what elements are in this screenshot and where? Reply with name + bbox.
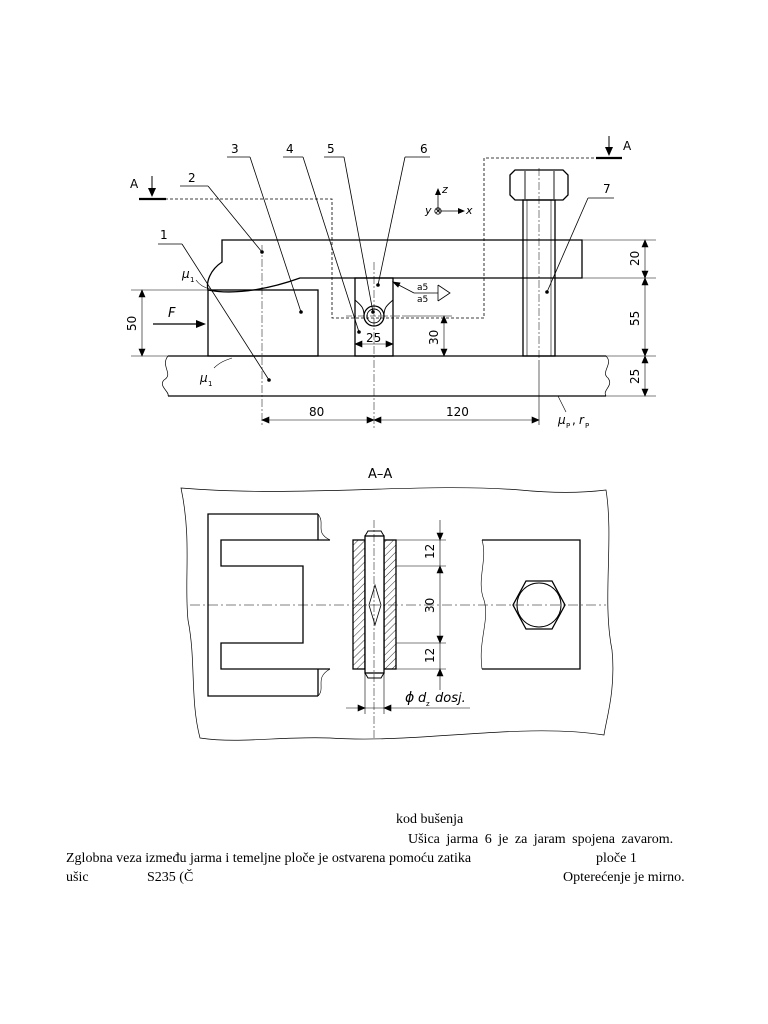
part-label-4: 4 (286, 142, 294, 156)
text-line-4-a: ušic (66, 870, 89, 885)
leader-dots (260, 250, 549, 382)
text-line-2: Ušica jarma 6 je za jaram spojena zavaro… (408, 832, 674, 847)
dim-height-block: 50 (125, 316, 139, 331)
section-bolt-plate (480, 539, 581, 670)
part-label-7: 7 (603, 182, 611, 196)
section-label-right: A (623, 139, 632, 153)
mu1-upper: μ (181, 267, 190, 281)
dim-dist-right: 120 (446, 405, 469, 419)
axis-z-label: z (441, 183, 448, 196)
section-dim-top: 12 (423, 544, 437, 559)
section-dim-mid: 30 (423, 598, 437, 613)
part-label-3: 3 (231, 142, 239, 156)
weld-symbol (391, 281, 451, 302)
section-plane-line (165, 157, 605, 319)
section-dimension-lines (346, 520, 470, 714)
bolt-part-7 (509, 168, 569, 360)
dim-dist-left: 80 (309, 405, 324, 419)
mu1-lower: μ (199, 371, 208, 385)
section-lug (352, 520, 397, 740)
diameter-d: d (418, 691, 427, 706)
section-break-outline (180, 487, 614, 741)
part-label-6: 6 (420, 142, 428, 156)
r-p: r (579, 413, 585, 427)
base-plate (162, 355, 611, 397)
weld-top: a5 (417, 283, 428, 293)
force-arrow (153, 320, 206, 328)
dim-height-base: 25 (628, 369, 642, 384)
section-dim-bottom: 12 (423, 648, 437, 663)
weld-bottom: a5 (417, 295, 428, 305)
section-view-labels: 12 30 12 ϕ d z dosj. (405, 544, 466, 708)
mu1-lower-sub: 1 (208, 380, 212, 388)
mu-p-sub: P (566, 422, 570, 430)
section-view (180, 487, 614, 741)
section-marker-right (596, 136, 622, 160)
dim-height-mid: 55 (628, 311, 642, 326)
mu1-upper-sub: 1 (190, 276, 194, 284)
block-part-3 (207, 289, 319, 357)
diameter-note: dosj. (435, 691, 466, 706)
diameter-symbol: ϕ (405, 690, 414, 706)
axis-y-label: y (424, 204, 432, 217)
force-label: F (168, 306, 176, 321)
part-label-2: 2 (188, 171, 196, 185)
text-line-1: kod bušenja (396, 812, 464, 827)
coordinate-axes (434, 188, 465, 215)
axis-x-label: x (465, 204, 473, 217)
part-label-5: 5 (327, 142, 335, 156)
section-label-left: A (130, 177, 139, 191)
section-title: A–A (368, 467, 392, 482)
dim-width-lug: 25 (366, 331, 381, 345)
dim-height-pin: 30 (427, 330, 441, 345)
mu-p: μ (557, 413, 566, 427)
text-line-4-b: S235 (Č (147, 870, 194, 885)
dimension-lines (131, 239, 656, 425)
text-line-3-left: Zglobna veza između jarma i temeljne plo… (66, 851, 472, 866)
section-marker-left (139, 176, 166, 201)
text-line-4-c: Opterećenje je mirno. (563, 870, 685, 885)
dim-height-top: 20 (628, 251, 642, 266)
svg-text:,: , (572, 413, 576, 427)
front-view-labels: A A 1 2 3 4 5 6 7 z y x F μ 1 μ 1 μ P , … (125, 139, 642, 430)
part-leaders (158, 156, 614, 413)
diameter-sub: z (426, 700, 430, 708)
front-view (131, 136, 656, 430)
part-label-1: 1 (160, 228, 168, 242)
text-line-3-right: ploče 1 (596, 851, 637, 866)
r-p-sub: P (585, 422, 589, 430)
